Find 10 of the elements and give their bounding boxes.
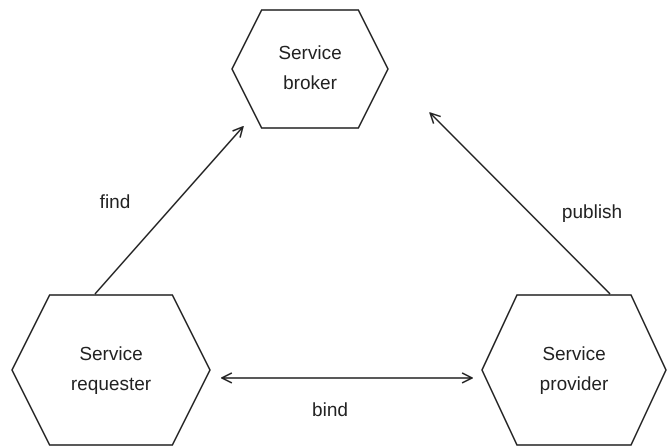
node-label: Service broker [277,42,343,96]
hexagon-node [12,295,210,445]
edge-label: publish [562,202,622,224]
hexagon-node [482,295,666,445]
arrow [221,372,473,384]
hexagon-node [232,10,388,128]
node-label: Service requester [70,343,152,397]
node-label: Service provider [538,343,610,397]
arrow [94,126,244,294]
arrow [429,112,611,294]
